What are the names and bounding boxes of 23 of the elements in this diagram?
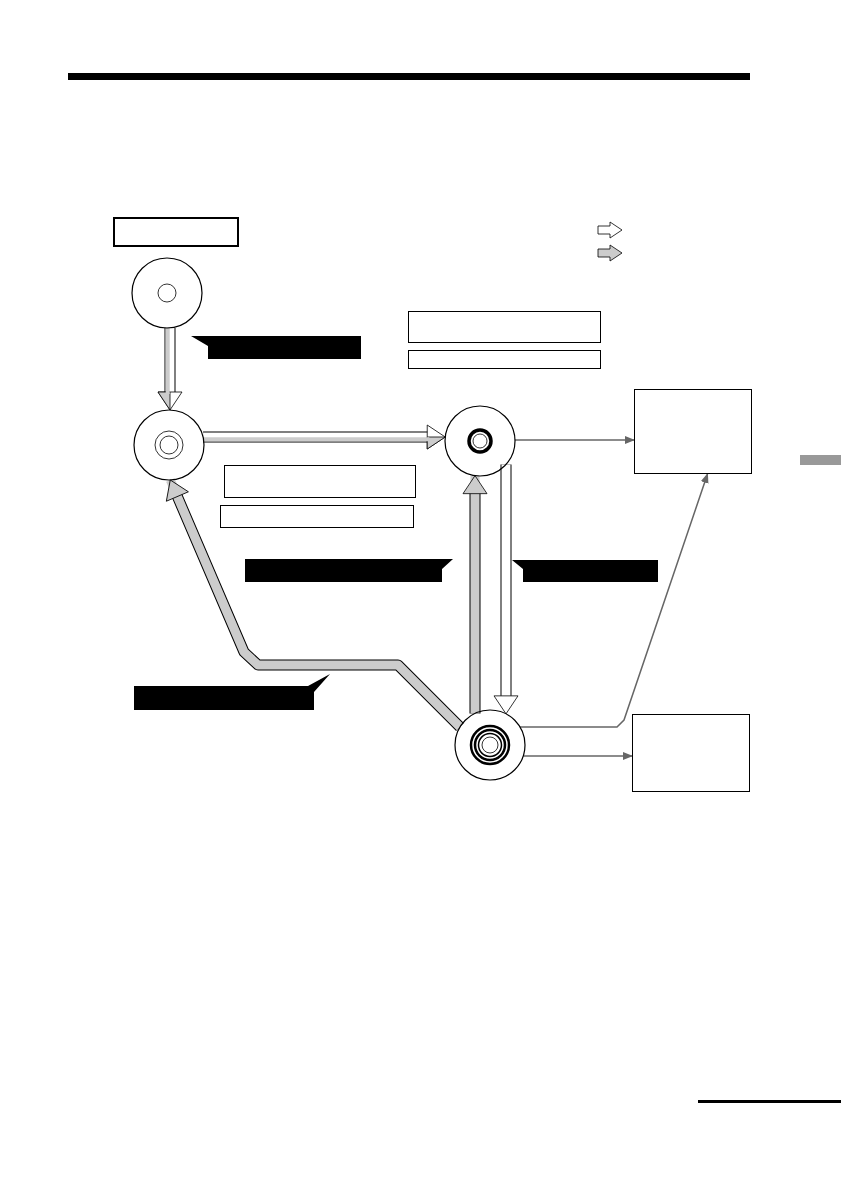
empty-box <box>408 311 601 343</box>
empty-box <box>224 465 416 498</box>
disc-drawing <box>133 409 205 481</box>
callout-band <box>512 560 658 582</box>
empty-box <box>408 350 601 369</box>
block-arrow <box>157 327 183 411</box>
empty-box <box>632 714 750 792</box>
empty-box <box>220 505 414 528</box>
block-arrow <box>462 475 488 714</box>
empty-box <box>634 389 752 474</box>
arrow <box>514 436 635 444</box>
disc-drawing <box>444 405 516 477</box>
callout-band <box>245 559 453 582</box>
arrow <box>522 752 633 760</box>
callout-band <box>191 336 361 359</box>
block-arrow <box>493 464 519 715</box>
arrow <box>519 473 709 728</box>
disc-drawing <box>454 709 526 781</box>
callout-band <box>134 674 330 710</box>
disc-drawing <box>131 257 203 329</box>
block-arrow <box>165 478 464 731</box>
empty-box <box>113 217 239 247</box>
block-arrow <box>203 424 446 450</box>
